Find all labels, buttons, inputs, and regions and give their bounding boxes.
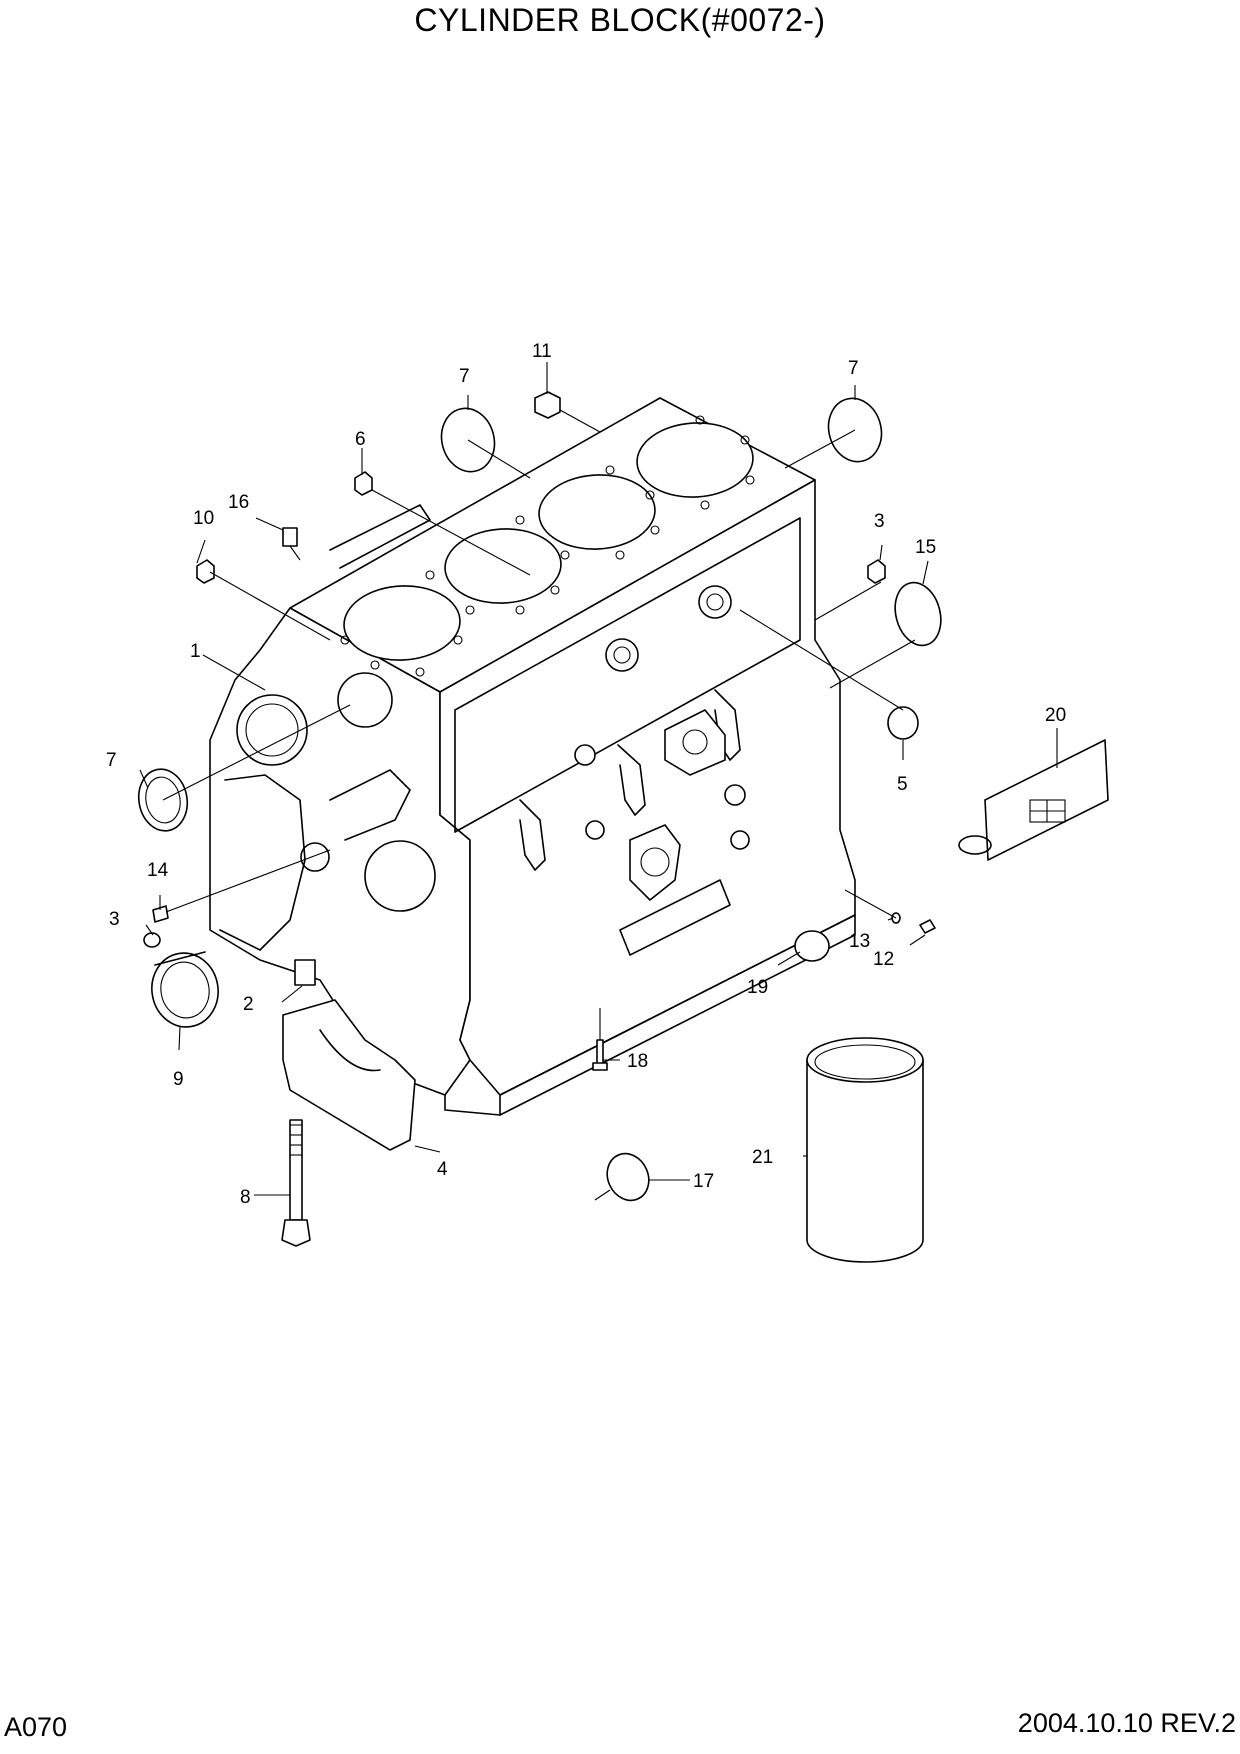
page-code: A070 xyxy=(4,1712,68,1742)
bolt-18 xyxy=(592,1039,608,1071)
callout-10: 10 xyxy=(193,508,214,529)
callout-3-left: 3 xyxy=(109,909,120,930)
callout-15: 15 xyxy=(915,537,936,558)
callout-1: 1 xyxy=(190,641,201,662)
callout-19: 19 xyxy=(747,977,768,998)
callout-7-front: 7 xyxy=(106,750,117,771)
callout-18: 18 xyxy=(627,1051,648,1072)
callout-13: 13 xyxy=(849,931,870,952)
callout-3-right: 3 xyxy=(874,511,885,532)
plug-5 xyxy=(887,706,919,740)
oil-seal-9 xyxy=(151,951,219,1028)
o-ring-17 xyxy=(606,1152,650,1202)
callout-8: 8 xyxy=(240,1187,251,1208)
callout-7-top-left: 7 xyxy=(459,366,470,387)
callout-4: 4 xyxy=(437,1159,448,1180)
callout-17: 17 xyxy=(693,1171,714,1192)
callout-5: 5 xyxy=(897,774,908,795)
callout-12: 12 xyxy=(873,949,894,970)
pin-16 xyxy=(282,527,298,547)
plug-6 xyxy=(354,471,373,496)
callout-9: 9 xyxy=(173,1069,184,1090)
o-ring-15 xyxy=(894,581,942,647)
leader-lines xyxy=(139,362,1058,1201)
callout-7-top-right: 7 xyxy=(848,358,859,379)
callout-14: 14 xyxy=(147,860,169,881)
bolt-8 xyxy=(281,1119,311,1247)
page-title: CYLINDER BLOCK(#0072-) xyxy=(414,2,826,38)
callout-6: 6 xyxy=(355,429,366,450)
plug-12 xyxy=(919,919,936,934)
pin-14 xyxy=(152,905,169,923)
plug-19 xyxy=(794,930,830,962)
plug-3-right xyxy=(867,559,886,584)
parts-tag-20 xyxy=(958,739,1109,861)
callout-16: 16 xyxy=(228,492,249,513)
plug-3-left xyxy=(143,932,161,948)
callout-11: 11 xyxy=(532,341,552,362)
cylinder-block xyxy=(209,397,856,1116)
plug-10 xyxy=(196,559,215,584)
callout-20: 20 xyxy=(1045,705,1066,726)
callout-labels: 1 2 3 3 4 5 6 7 7 7 8 9 10 11 12 13 14 1… xyxy=(106,341,1066,1208)
plug-11 xyxy=(534,391,561,419)
cylinder-liner-21 xyxy=(806,1037,924,1263)
dowel-2 xyxy=(294,959,316,986)
callout-21: 21 xyxy=(752,1147,773,1168)
callout-2: 2 xyxy=(243,994,254,1015)
revision-date: 2004.10.10 REV.2 xyxy=(1017,1708,1236,1738)
bearing-cap-4 xyxy=(282,999,416,1151)
